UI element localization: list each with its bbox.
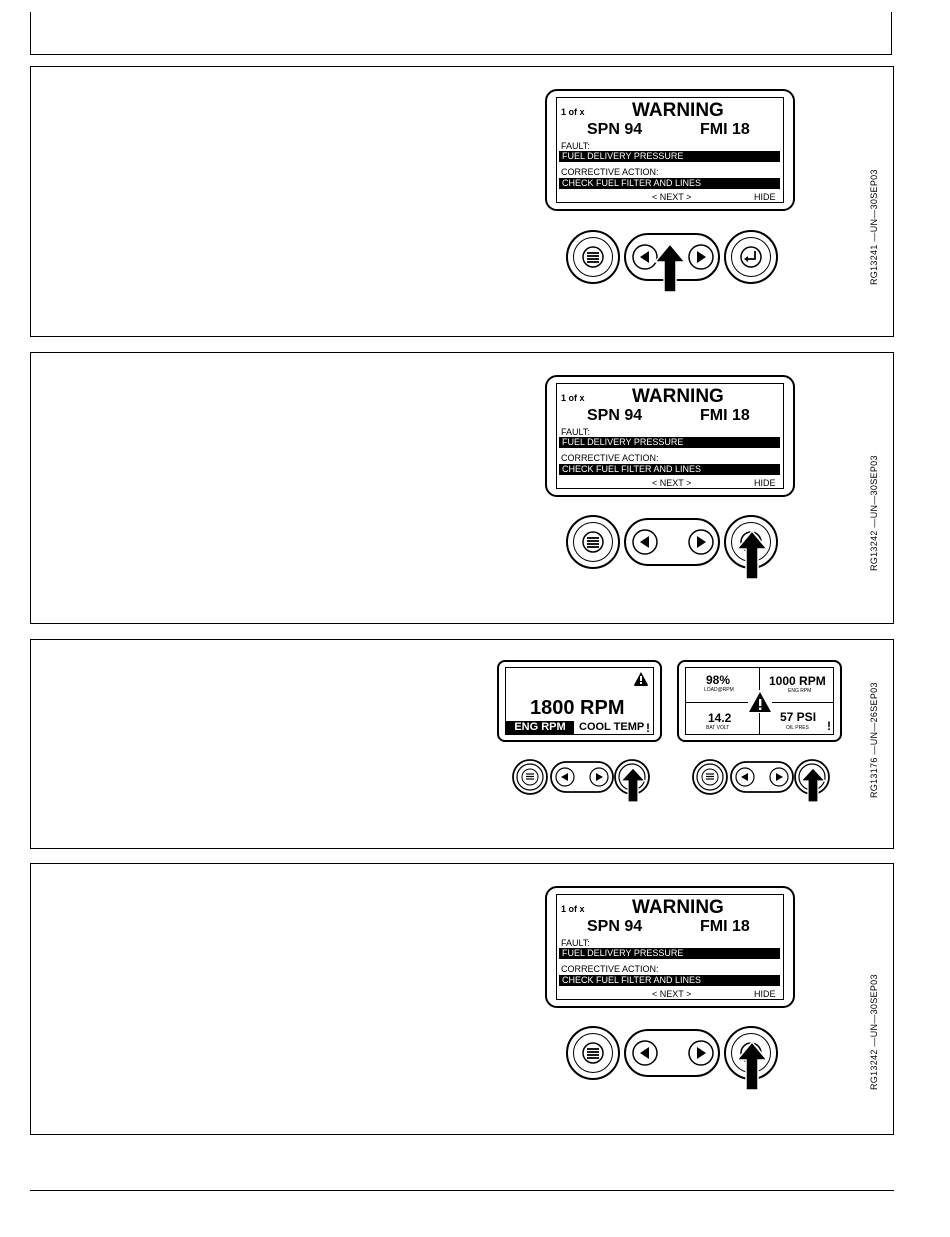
warning-screen: 1 of x WARNING SPN 94 FMI 18 FAULT: FUEL… — [556, 97, 784, 203]
quad-4-label: OIL PRES — [786, 725, 809, 731]
page-indicator: 1 of x — [561, 107, 585, 117]
warning-title: WARNING — [632, 386, 724, 407]
spn-code: SPN 94 — [587, 407, 643, 424]
warning-triangle-icon — [749, 692, 771, 712]
next-softkey[interactable]: < NEXT > — [652, 478, 692, 488]
figure-label: RG13242 —UN—30SEP03 — [869, 974, 879, 1090]
warning-title: WARNING — [632, 100, 724, 121]
keypad — [566, 515, 778, 580]
right-arrow-icon[interactable] — [688, 529, 714, 555]
right-arrow-icon[interactable] — [688, 1040, 714, 1066]
warning-title: WARNING — [632, 897, 724, 918]
fault-text: FUEL DELIVERY PRESSURE — [559, 948, 780, 959]
divider — [759, 668, 760, 690]
keypad-right — [691, 758, 831, 818]
left-arrow-icon[interactable] — [632, 529, 658, 555]
warning-display: 1 of x WARNING SPN 94 FMI 18 FAULT: FUEL… — [545, 375, 795, 497]
panel-step-displays: 1800 RPM ENG RPM COOL TEMP ! 98% LOAD@RP… — [30, 639, 894, 849]
fault-text: FUEL DELIVERY PRESSURE — [559, 151, 780, 162]
pointing-arrow-icon — [619, 767, 647, 807]
right-arrow-icon[interactable] — [589, 767, 609, 787]
fault-label: FAULT: — [561, 938, 590, 948]
warning-display: 1 of x WARNING SPN 94 FMI 18 FAULT: FUEL… — [545, 886, 795, 1008]
tab-cool-temp[interactable]: COOL TEMP — [579, 721, 645, 733]
corrective-action-text: CHECK FUEL FILTER AND LINES — [559, 178, 780, 189]
fault-text: FUEL DELIVERY PRESSURE — [559, 437, 780, 448]
quad-2-value: 1000 RPM — [769, 674, 826, 688]
corrective-action-label: CORRECTIVE ACTION: — [561, 964, 659, 974]
fault-label: FAULT: — [561, 141, 590, 151]
keypad — [566, 1026, 778, 1091]
page-indicator: 1 of x — [561, 393, 585, 403]
corrective-action-label: CORRECTIVE ACTION: — [561, 453, 659, 463]
pointing-arrow-icon — [653, 242, 687, 297]
menu-button[interactable] — [566, 230, 620, 284]
right-arrow-icon[interactable] — [688, 244, 714, 270]
spn-code: SPN 94 — [587, 121, 643, 138]
figure-label: RG13241 —UN—30SEP03 — [869, 169, 879, 285]
warning-display: 1 of x WARNING SPN 94 FMI 18 FAULT: FUEL… — [545, 89, 795, 211]
panel-step-next: 1 of x WARNING SPN 94 FMI 18 FAULT: FUEL… — [30, 66, 894, 337]
corrective-action-text: CHECK FUEL FILTER AND LINES — [559, 975, 780, 986]
footer-rule — [30, 1190, 894, 1191]
right-arrow-icon[interactable] — [769, 767, 789, 787]
page-indicator: 1 of x — [561, 904, 585, 914]
quad-3-label: BAT VOLT — [706, 725, 730, 731]
divider — [686, 702, 748, 703]
warning-triangle-icon — [633, 671, 649, 687]
divider — [772, 702, 833, 703]
menu-icon — [526, 773, 534, 780]
divider — [759, 713, 760, 734]
quad-4-value: 57 PSI — [780, 710, 817, 724]
enter-icon — [739, 245, 763, 269]
warning-screen: 1 of x WARNING SPN 94 FMI 18 FAULT: FUEL… — [556, 383, 784, 489]
left-arrow-icon[interactable] — [632, 1040, 658, 1066]
hide-softkey[interactable]: HIDE — [754, 478, 776, 488]
tab-eng-rpm[interactable]: ENG RPM — [506, 721, 574, 734]
alert-mark: ! — [827, 719, 831, 733]
left-arrow-icon[interactable] — [735, 767, 755, 787]
spn-code: SPN 94 — [587, 918, 643, 935]
figure-label: RG13176 —UN—26SEP03 — [869, 682, 879, 798]
menu-button[interactable] — [566, 1026, 620, 1080]
quad-3-value: 14.2 — [708, 711, 732, 725]
menu-icon — [581, 245, 605, 269]
single-gauge-screen: 1800 RPM ENG RPM COOL TEMP ! — [505, 667, 654, 735]
rpm-value: 1800 RPM — [530, 697, 625, 719]
pointing-arrow-icon — [735, 529, 769, 584]
quad-2-label: ENG RPM — [788, 688, 812, 694]
fmi-code: FMI 18 — [700, 121, 750, 138]
panel-step-enter: 1 of x WARNING SPN 94 FMI 18 FAULT: FUEL… — [30, 352, 894, 624]
alert-mark: ! — [646, 721, 650, 735]
next-softkey[interactable]: < NEXT > — [652, 192, 692, 202]
top-frame — [30, 12, 892, 55]
corrective-action-text: CHECK FUEL FILTER AND LINES — [559, 464, 780, 475]
fault-label: FAULT: — [561, 427, 590, 437]
menu-icon — [706, 773, 714, 780]
keypad-left — [511, 758, 651, 818]
warning-screen: 1 of x WARNING SPN 94 FMI 18 FAULT: FUEL… — [556, 894, 784, 1000]
quad-gauge-display: 98% LOAD@RPM 1000 RPM ENG RPM 14.2 BAT V… — [677, 660, 842, 742]
fmi-code: FMI 18 — [700, 407, 750, 424]
menu-icon — [581, 1041, 605, 1065]
keypad — [566, 230, 778, 293]
menu-icon — [581, 530, 605, 554]
panel-step-enter-repeat: 1 of x WARNING SPN 94 FMI 18 FAULT: FUEL… — [30, 863, 894, 1135]
pointing-arrow-icon — [799, 767, 827, 807]
pointing-arrow-icon — [735, 1040, 769, 1095]
left-arrow-icon[interactable] — [555, 767, 575, 787]
corrective-action-label: CORRECTIVE ACTION: — [561, 167, 659, 177]
quad-1-label: LOAD@RPM — [704, 687, 734, 693]
single-gauge-display: 1800 RPM ENG RPM COOL TEMP ! — [497, 660, 662, 742]
left-arrow-icon[interactable] — [632, 244, 658, 270]
quad-gauge-screen: 98% LOAD@RPM 1000 RPM ENG RPM 14.2 BAT V… — [685, 667, 834, 735]
next-softkey[interactable]: < NEXT > — [652, 989, 692, 999]
fmi-code: FMI 18 — [700, 918, 750, 935]
hide-softkey[interactable]: HIDE — [754, 989, 776, 999]
figure-label: RG13242 —UN—30SEP03 — [869, 455, 879, 571]
hide-softkey[interactable]: HIDE — [754, 192, 776, 202]
quad-1-value: 98% — [706, 673, 731, 687]
